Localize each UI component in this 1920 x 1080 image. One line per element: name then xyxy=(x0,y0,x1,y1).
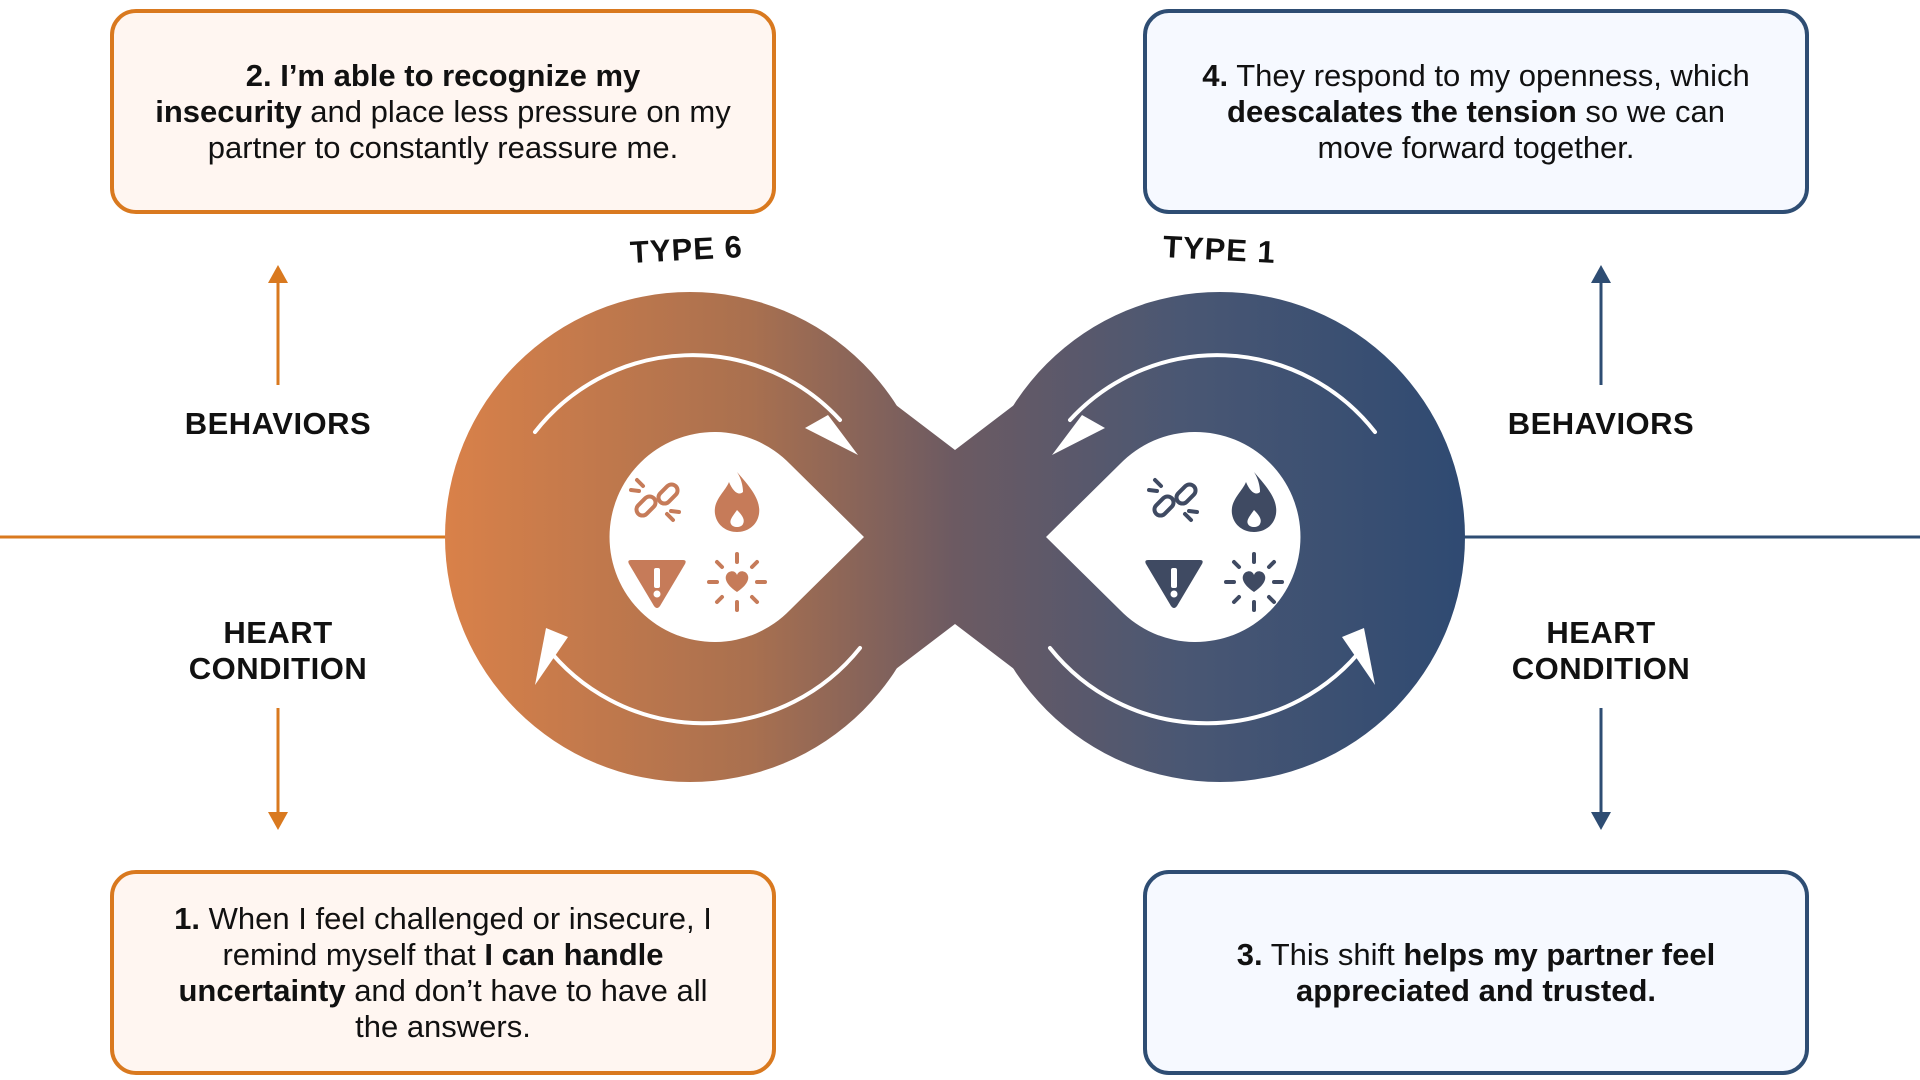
heart-burst-icon xyxy=(707,552,767,612)
step-1-box: 1. When I feel challenged or insecure, I… xyxy=(110,870,776,1075)
flow-arrowheads xyxy=(535,415,1375,685)
broken-link-icon xyxy=(629,478,681,522)
step-3-box: 3. This shift helps my partner feel appr… xyxy=(1143,870,1809,1075)
step-3-text: 3. This shift helps my partner feel appr… xyxy=(1236,936,1716,1008)
left-heart-condition-label: HEART CONDITION xyxy=(188,615,368,686)
right-icons xyxy=(1145,472,1284,612)
flame-icon xyxy=(1231,472,1277,532)
step-4-text: 4. They respond to my openness, which de… xyxy=(1202,57,1750,165)
heart-burst-icon xyxy=(1224,552,1284,612)
warning-icon xyxy=(1145,560,1203,608)
broken-link-icon xyxy=(1147,478,1199,522)
right-behaviors-label: BEHAVIORS xyxy=(1507,406,1695,441)
warning-icon xyxy=(628,560,686,608)
step-1-text: 1. When I feel challenged or insecure, I… xyxy=(174,900,712,1044)
left-up-arrow xyxy=(268,265,288,385)
right-inner-hole xyxy=(1046,432,1301,643)
step-4-box: 4. They respond to my openness, which de… xyxy=(1143,9,1809,214)
type-6-label: TYPE 6 xyxy=(629,229,744,270)
flame-icon xyxy=(714,472,760,532)
flow-arrows xyxy=(533,353,1377,726)
left-behaviors-label: BEHAVIORS xyxy=(184,406,372,441)
left-icons xyxy=(628,472,767,612)
right-up-arrow xyxy=(1591,265,1611,385)
infinity-loop xyxy=(445,292,1465,782)
left-down-arrow xyxy=(268,708,288,830)
type-1-label: TYPE 1 xyxy=(1162,229,1277,270)
right-down-arrow xyxy=(1591,708,1611,830)
right-heart-condition-label: HEART CONDITION xyxy=(1511,615,1691,686)
